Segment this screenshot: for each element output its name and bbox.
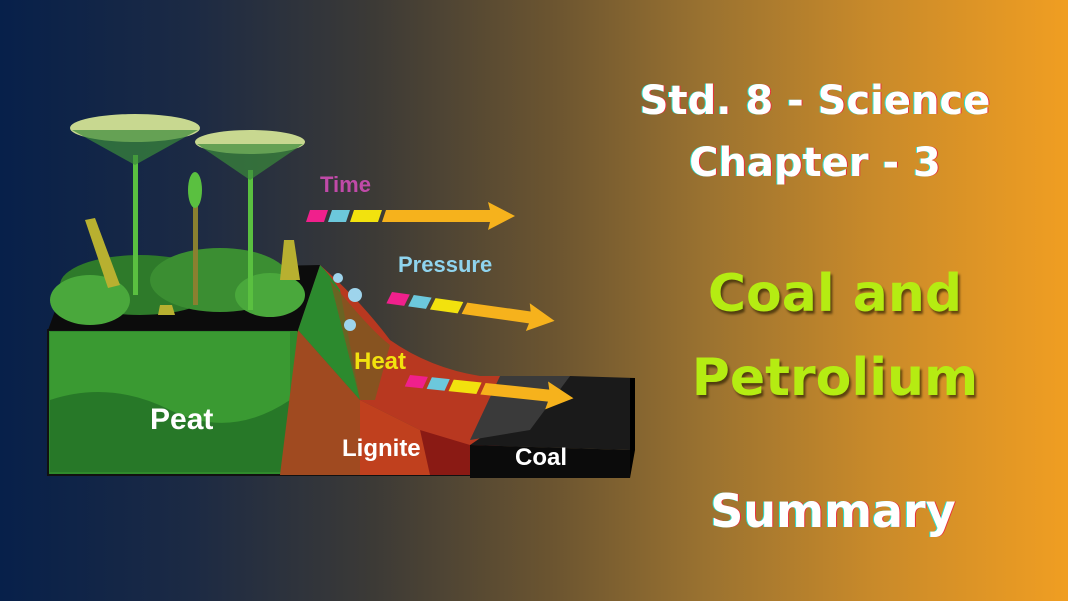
standard-subject-heading: Std. 8 - Science (639, 78, 991, 124)
summary-label: Summary (710, 484, 956, 538)
coal-formation-illustration (47, 114, 635, 478)
topic-title-line1: Coal and (707, 264, 963, 324)
coal-formation-diagram: Time Pressure Heat Peat Lignite Coal (30, 100, 650, 490)
coal-label: Coal (515, 444, 568, 471)
lignite-label: Lignite (342, 435, 421, 462)
topic-title-line2: Petrolium (691, 348, 979, 408)
peat-label: Peat (150, 403, 214, 436)
time-label: Time (320, 172, 371, 197)
chapter-heading: Chapter - 3 (689, 140, 941, 186)
pressure-label: Pressure (398, 252, 493, 277)
heat-label: Heat (354, 348, 407, 375)
